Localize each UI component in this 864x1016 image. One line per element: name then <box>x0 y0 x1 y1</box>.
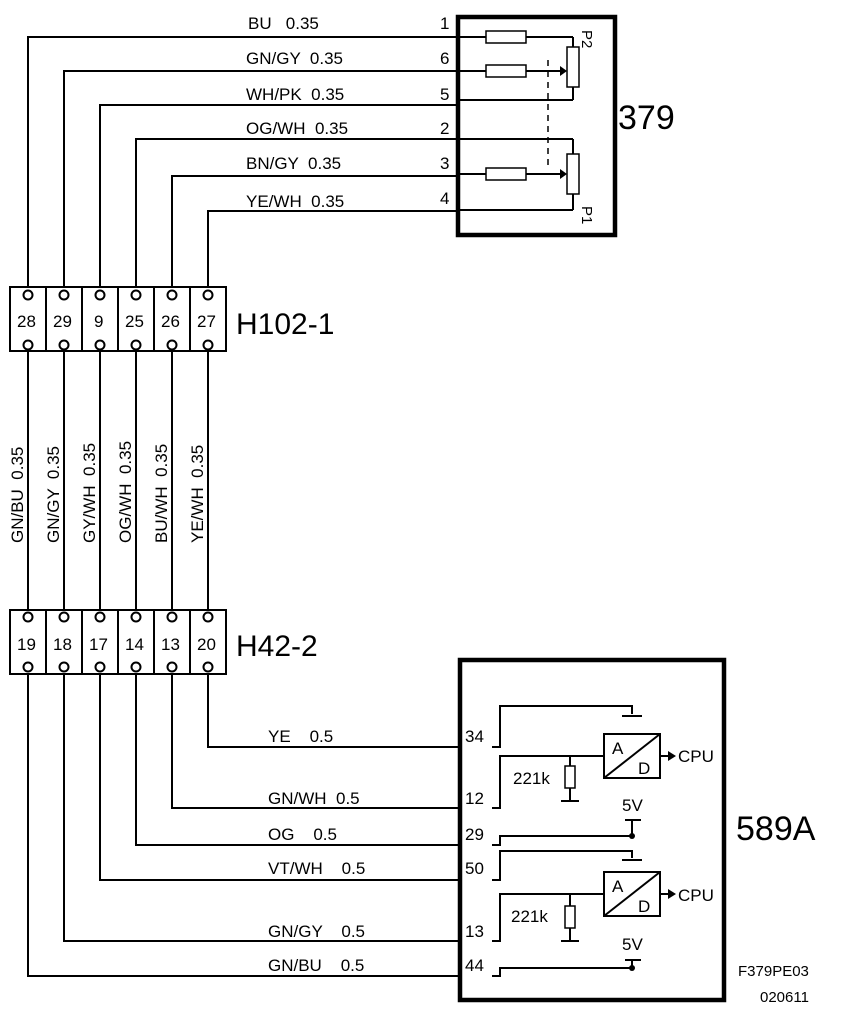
connector-h102-1-label: H102-1 <box>236 308 334 341</box>
terminal-circle <box>22 339 34 351</box>
connector-h42-2 <box>9 609 227 675</box>
terminal-circle <box>58 289 70 301</box>
terminal-circle <box>130 339 142 351</box>
pin-number: 44 <box>465 956 484 975</box>
terminal-circle <box>22 661 34 673</box>
connector-pin: 26 <box>161 312 180 331</box>
wire-label: YE 0.5 <box>268 727 333 746</box>
wire-label: BN/GY 0.35 <box>246 154 341 173</box>
harness-wire-label: GN/BU 0.35 <box>8 447 27 543</box>
wire-label: BU 0.35 <box>248 14 319 33</box>
pin-number: 2 <box>440 119 449 138</box>
supply-label: 5V <box>622 796 643 815</box>
wire-label: GN/GY 0.5 <box>268 922 365 941</box>
connector-pin: 18 <box>53 635 72 654</box>
connector-pin: 29 <box>53 312 72 331</box>
terminal-circle <box>166 289 178 301</box>
p1-label: P1 <box>578 206 595 224</box>
terminal-circle <box>130 661 142 673</box>
terminal-circle <box>202 289 214 301</box>
terminal-circle <box>22 611 34 623</box>
pin-number: 1 <box>440 14 449 33</box>
wire-label: OG/WH 0.35 <box>246 119 348 138</box>
sensor-379-box <box>455 14 618 238</box>
terminal-circle <box>130 611 142 623</box>
connector-h42-2-label: H42-2 <box>236 630 318 663</box>
terminal-circle <box>58 661 70 673</box>
terminal-circle <box>22 289 34 301</box>
harness-wire-label: BU/WH 0.35 <box>152 444 171 543</box>
connector-pin: 9 <box>94 312 103 331</box>
terminal-circle <box>166 661 178 673</box>
connector-pin: 25 <box>125 312 144 331</box>
harness-wire-label: GY/WH 0.35 <box>80 443 99 543</box>
terminal-circle <box>166 611 178 623</box>
adc-upper: A D <box>603 733 661 779</box>
terminal-circle <box>94 661 106 673</box>
control-unit-589a-label: 589A <box>736 810 816 848</box>
wire-label: GN/BU 0.5 <box>268 956 364 975</box>
resistor-element <box>485 167 527 181</box>
connector-pin: 14 <box>125 635 144 654</box>
harness-wire-label: OG/WH 0.35 <box>116 441 135 543</box>
svg-text:D: D <box>638 897 650 916</box>
cpu-label: CPU <box>678 886 714 905</box>
pin-number: 34 <box>465 727 484 746</box>
svg-text:A: A <box>612 739 624 758</box>
wire-label: GN/GY 0.35 <box>246 49 343 68</box>
connector-pin: 28 <box>17 312 36 331</box>
supply-label: 5V <box>622 935 643 954</box>
sensor-379-label: 379 <box>618 99 675 137</box>
resistor-element <box>485 30 527 44</box>
terminal-circle <box>94 339 106 351</box>
resistor-221k <box>564 765 576 789</box>
wire-label: OG 0.5 <box>268 825 337 844</box>
connector-pin: 19 <box>17 635 36 654</box>
drawing-date: 020611 <box>760 989 809 1006</box>
p2-label: P2 <box>578 30 595 48</box>
pin-number: 50 <box>465 859 484 878</box>
harness-wire-label: GN/GY 0.35 <box>44 446 63 543</box>
potentiometer-p2 <box>566 46 580 88</box>
connector-h102-1 <box>9 286 227 352</box>
pin-number: 6 <box>440 49 449 68</box>
connector-pin: 13 <box>161 635 180 654</box>
terminal-circle <box>58 339 70 351</box>
wire-label: WH/PK 0.35 <box>246 85 344 104</box>
pin-number: 13 <box>465 922 484 941</box>
resistor-value: 221k <box>513 769 550 788</box>
connector-pin: 20 <box>197 635 216 654</box>
wire-label: YE/WH 0.35 <box>246 192 344 211</box>
svg-text:D: D <box>638 759 650 778</box>
terminal-circle <box>202 661 214 673</box>
pin-number: 3 <box>440 154 449 173</box>
terminal-circle <box>202 339 214 351</box>
adc-lower: A D <box>603 871 661 917</box>
resistor-element <box>485 64 527 78</box>
control-unit-589a-box <box>457 657 727 1003</box>
resistor-value: 221k <box>511 907 548 926</box>
harness-wire-label: YE/WH 0.35 <box>188 445 207 543</box>
svg-text:A: A <box>612 877 624 896</box>
pin-number: 5 <box>440 85 449 104</box>
drawing-code: F379PE03 <box>738 963 809 980</box>
pin-number: 4 <box>440 189 449 208</box>
terminal-circle <box>94 611 106 623</box>
pin-number: 29 <box>465 825 484 844</box>
wire-label: VT/WH 0.5 <box>268 859 365 878</box>
terminal-circle <box>130 289 142 301</box>
cpu-label: CPU <box>678 747 714 766</box>
terminal-circle <box>166 339 178 351</box>
terminal-circle <box>58 611 70 623</box>
connector-pin: 27 <box>197 312 216 331</box>
resistor-221k <box>564 905 576 929</box>
wire-label: GN/WH 0.5 <box>268 789 360 808</box>
terminal-circle <box>202 611 214 623</box>
potentiometer-p1 <box>566 153 580 195</box>
pin-number: 12 <box>465 789 484 808</box>
terminal-circle <box>94 289 106 301</box>
connector-pin: 17 <box>89 635 108 654</box>
